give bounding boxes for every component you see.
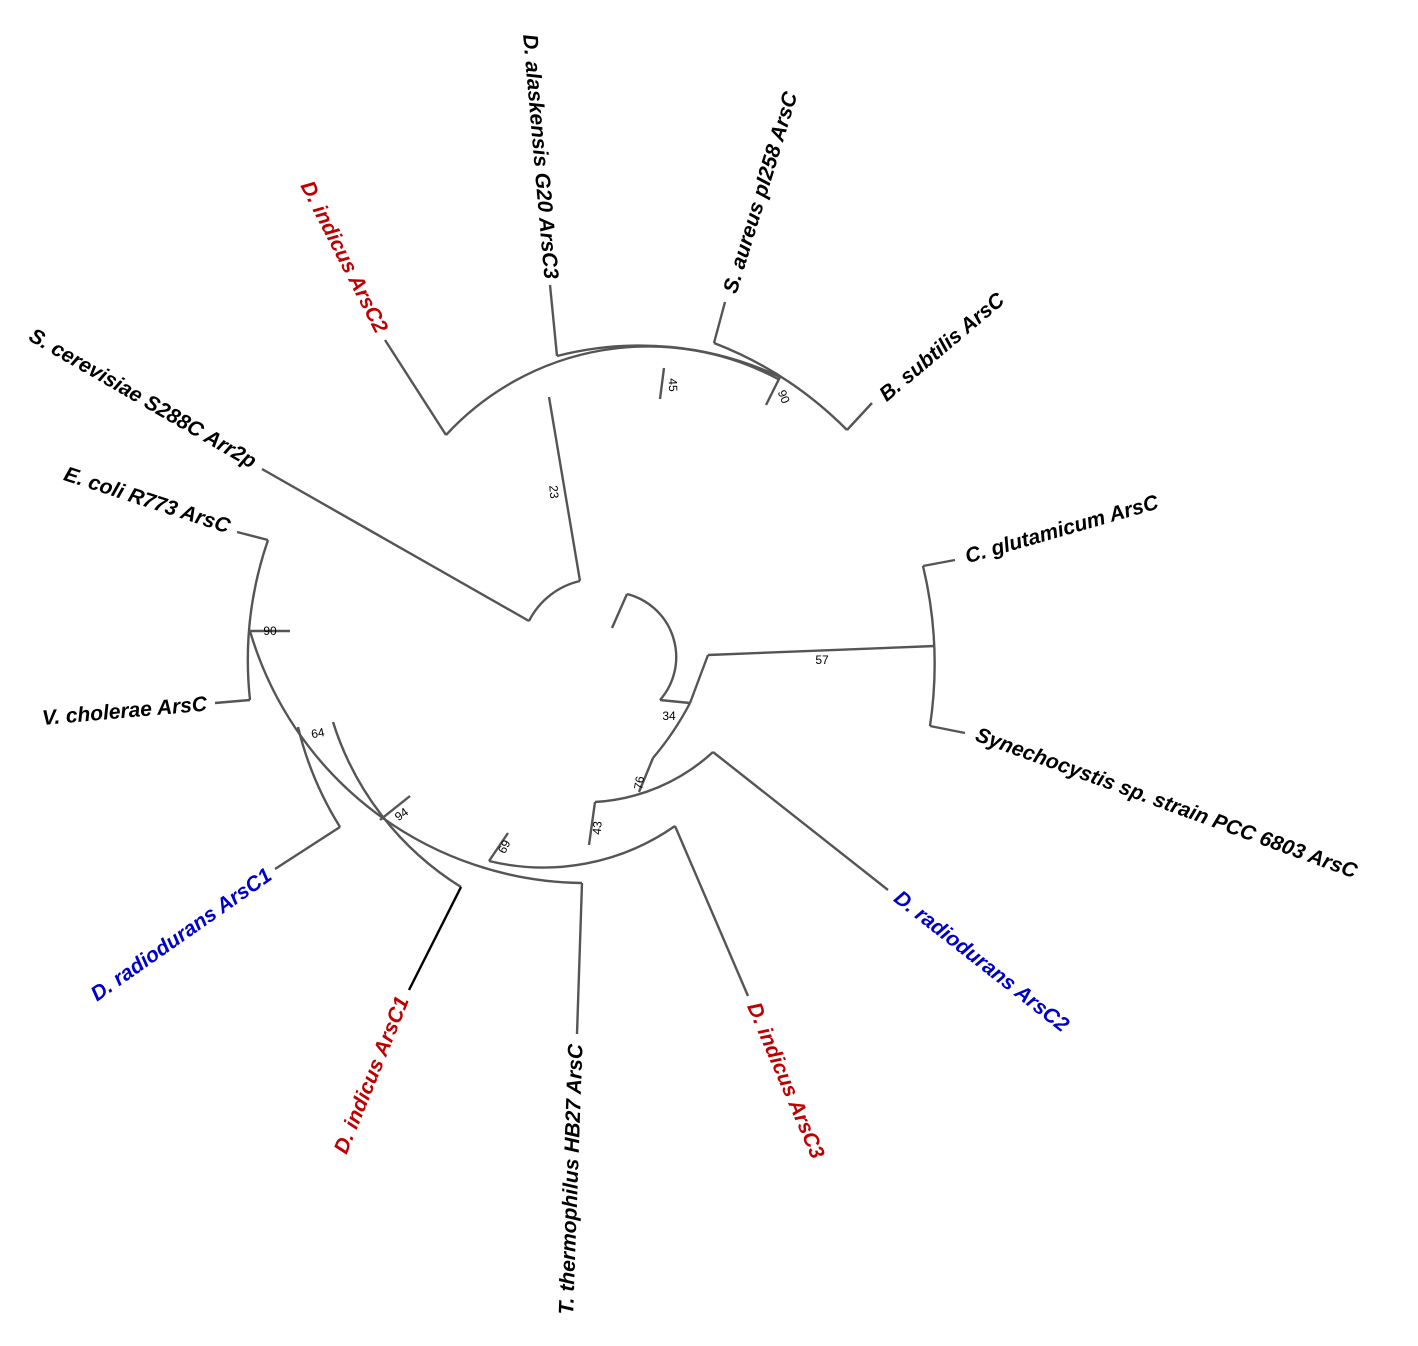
branch-t-thermophilus xyxy=(575,882,584,1035)
branch-v-cholerae xyxy=(214,698,251,705)
leaf-label-d-indicus-arsc3: D. indicus ArsC3 xyxy=(742,999,829,1162)
leaf-label-d-indicus-arsc1: D. indicus ArsC1 xyxy=(330,993,414,1157)
branch-clade43-arc xyxy=(488,825,676,869)
branch-e-coli xyxy=(236,530,269,542)
branch-clade69-stem xyxy=(488,832,509,862)
branch-s-aureus xyxy=(712,301,727,344)
branch-clade94-join xyxy=(379,795,411,821)
branch-clade76-stem xyxy=(637,757,655,793)
branch-root-arc-right xyxy=(626,592,678,701)
bootstrap-value-n69: 69 xyxy=(495,837,513,855)
branch-clade43-stem xyxy=(587,801,597,846)
leaf-label-d-radiodurans-arsc2: D. radiodurans ArsC2 xyxy=(890,886,1074,1037)
branch-clade57-back xyxy=(688,654,710,704)
bootstrap-value-n90b: 90 xyxy=(263,624,277,638)
bootstrap-value-n90a: 90 xyxy=(775,388,793,406)
leaf-label-v-cholerae: V. cholerae ArsC xyxy=(41,693,209,730)
branch-d-radiodurans-arsc1 xyxy=(274,825,341,871)
branch-d-radiodurans-arsc2 xyxy=(712,751,889,891)
branch-c-glutamicum xyxy=(922,558,956,568)
bootstrap-value-n76: 76 xyxy=(631,775,647,791)
branch-s-cerevisiae xyxy=(261,467,530,623)
leaf-label-c-glutamicum: C. glutamicum ArsC xyxy=(963,491,1162,568)
bootstrap-value-n57: 57 xyxy=(815,653,829,667)
bootstrap-value-n43: 43 xyxy=(590,820,605,835)
leaf-label-synechocystis: Synechocystis sp. strain PCC 6803 ArsC xyxy=(972,723,1361,883)
branch-d-indicus-arsc2 xyxy=(383,339,448,436)
branch-b-subtilis xyxy=(846,402,873,431)
bootstrap-value-n23: 23 xyxy=(546,485,561,500)
branch-main-right xyxy=(659,698,691,705)
branch-root-arc xyxy=(527,579,581,622)
branch-synechocystis xyxy=(929,724,966,735)
branch-clade57-arc xyxy=(921,565,936,727)
branch-clade23-arc xyxy=(445,345,779,436)
branch-clade64-arc xyxy=(296,726,342,828)
tree-branches xyxy=(214,284,966,1035)
leaf-label-s-aureus: S. aureus pI258 ArsC xyxy=(719,88,802,296)
bootstrap-value-n34: 34 xyxy=(662,709,676,723)
branch-d-alaskensis xyxy=(548,284,559,357)
branch-clade45-arc xyxy=(556,344,781,379)
branch-root-stub xyxy=(610,593,629,629)
branch-lower-arc xyxy=(652,702,692,759)
leaf-label-d-alaskensis: D. alaskensis G20 ArsC3 xyxy=(518,33,562,280)
bootstrap-value-n45: 45 xyxy=(666,378,680,392)
branch-clade69-arc xyxy=(248,630,583,885)
leaf-labels: D. alaskensis G20 ArsC3 S. aureus pI258 A… xyxy=(25,33,1361,1315)
leaf-label-d-radiodurans-arsc1: D. radiodurans ArsC1 xyxy=(87,864,276,1006)
branch-clade90b-arc xyxy=(246,539,270,701)
branch-clade90a-arc xyxy=(713,341,848,431)
branch-clade23-stem xyxy=(547,396,582,582)
branch-clade76-arc xyxy=(594,751,714,804)
bootstrap-value-n64: 64 xyxy=(310,725,326,741)
leaf-label-t-thermophilus: T. thermophilus HB27 ArsC xyxy=(555,1043,587,1315)
leaf-label-d-indicus-arsc2: D. indicus ArsC2 xyxy=(296,177,393,337)
leaf-label-s-cerevisiae: S. cerevisiae S288C Arr2p xyxy=(25,324,260,473)
branch-d-indicus-arsc1 xyxy=(407,886,463,991)
branch-clade45-stem xyxy=(658,367,666,400)
leaf-label-b-subtilis: B. subtilis ArsC xyxy=(875,288,1010,406)
branch-clade94-arc xyxy=(331,721,462,889)
branch-clade90a-stem xyxy=(764,376,782,406)
branch-d-indicus-arsc3 xyxy=(673,825,750,997)
branch-clade57-stem xyxy=(707,644,936,657)
leaf-label-e-coli: E. coli R773 ArsC xyxy=(61,463,234,539)
